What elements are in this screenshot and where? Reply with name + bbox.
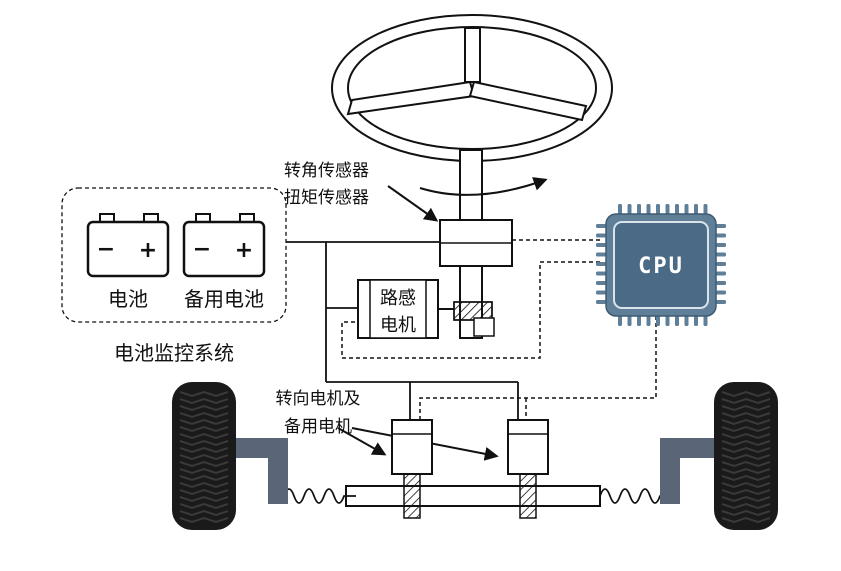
battery-icon: − + — [86, 213, 170, 278]
spring-right — [599, 488, 665, 504]
road-feel-motor-label-1: 路感 — [380, 288, 416, 309]
torque-sensor-label: 扭矩传感器 — [284, 188, 369, 208]
steering-rack — [345, 485, 601, 507]
road-feel-motor: 路感 电机 — [357, 279, 454, 339]
backup-battery-plus-sign: + — [235, 238, 253, 263]
backup-battery-label: 备用电池 — [184, 287, 264, 311]
power-wiring — [286, 241, 519, 420]
backup-battery-icon: − + — [182, 213, 266, 278]
cpu-label: CPU — [638, 254, 684, 279]
signal-wiring — [341, 239, 657, 420]
steering-motor-left — [391, 419, 433, 519]
wheel-right — [714, 382, 778, 530]
wheel-left — [172, 382, 236, 530]
battery-monitor-label: 电池监控系统 — [114, 341, 234, 365]
bracket-right — [660, 438, 714, 504]
angle-sensor-label: 转角传感器 — [284, 161, 369, 181]
steering-wheel — [331, 14, 613, 221]
steering-motor-right — [507, 419, 549, 519]
bracket-left — [236, 438, 288, 504]
steer-motor-pointer-left — [337, 427, 387, 456]
sensor-pointer-arrow — [387, 185, 439, 222]
battery-plus-sign: + — [139, 238, 157, 263]
road-feel-motor-label-2: 电机 — [380, 315, 416, 336]
battery-label: 电池 — [108, 287, 148, 311]
spring-left — [283, 488, 356, 504]
rotation-arrow — [419, 177, 548, 196]
battery-monitor-box — [61, 187, 287, 323]
cpu-chip: CPU — [596, 204, 726, 326]
backup-battery-minus-sign: − — [193, 237, 211, 262]
steer-motor-label-1: 转向电机及 — [276, 389, 361, 409]
battery-minus-sign: − — [97, 237, 115, 262]
steer-motor-label-2: 备用电机 — [284, 417, 352, 437]
